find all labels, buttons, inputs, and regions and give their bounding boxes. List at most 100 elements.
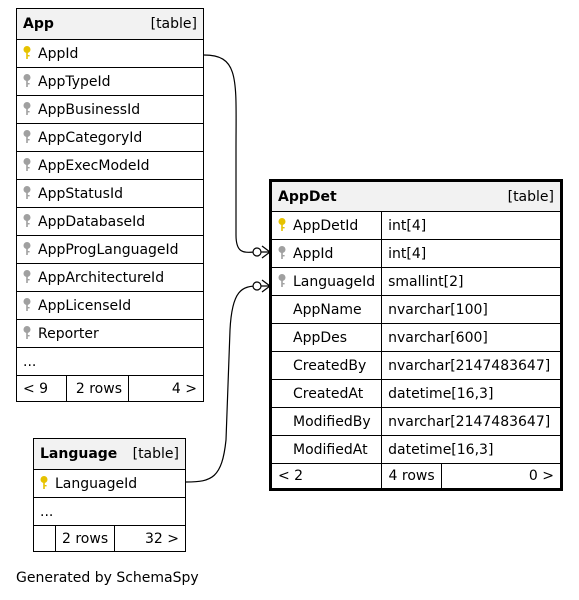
foreign-key-icon	[23, 297, 31, 312]
foreign-key-icon	[23, 157, 31, 172]
column-cell[interactable]: AppId	[16, 39, 204, 68]
table-row[interactable]: AppDetId int[4]	[269, 211, 562, 240]
table-row[interactable]: AppId	[16, 39, 204, 68]
appdet-footer-right[interactable]: 0 >	[441, 463, 562, 490]
column-name: LanguageId	[55, 475, 138, 492]
table-row[interactable]: AppCategoryId	[16, 123, 204, 152]
table-row[interactable]: AppDatabaseId	[16, 207, 204, 236]
foreign-key-icon	[23, 241, 31, 256]
primary-key-icon	[278, 217, 286, 232]
table-row[interactable]: AppDes nvarchar[600]	[269, 323, 562, 352]
primary-key-icon	[23, 45, 31, 60]
app-table-ellipsis: ...	[16, 347, 204, 376]
table-row[interactable]: Reporter	[16, 319, 204, 348]
table-row[interactable]: AppLicenseId	[16, 291, 204, 320]
language-footer-right[interactable]: 32 >	[114, 525, 186, 552]
column-type: nvarchar[600]	[381, 323, 562, 352]
app-to-appdet-optional-marker	[252, 247, 262, 257]
column-cell[interactable]: AppDes	[269, 323, 383, 352]
appdet-table[interactable]: AppDet [table] AppDetId int[4] AppId int[4]…	[269, 179, 563, 491]
column-cell[interactable]: AppCategoryId	[16, 123, 204, 152]
foreign-key-icon	[23, 325, 31, 340]
language-to-appdet-optional-marker	[252, 281, 262, 291]
language-to-appdet-line	[185, 285, 270, 483]
column-cell[interactable]: AppProgLanguageId	[16, 235, 204, 264]
primary-key-icon	[40, 475, 48, 490]
appdet-footer-left[interactable]: < 2	[269, 463, 383, 490]
column-name: AppDes	[293, 329, 348, 346]
table-row[interactable]: AppStatusId	[16, 179, 204, 208]
app-footer-rows: 2 rows	[66, 375, 129, 402]
column-cell[interactable]: CreatedAt	[269, 379, 383, 408]
table-row[interactable]: AppArchitectureId	[16, 263, 204, 292]
table-row[interactable]: AppProgLanguageId	[16, 235, 204, 264]
column-name: Reporter	[38, 325, 99, 342]
table-row[interactable]: AppBusinessId	[16, 95, 204, 124]
foreign-key-icon	[23, 101, 31, 116]
foreign-key-icon	[23, 213, 31, 228]
app-table-kind: [table]	[150, 16, 197, 32]
column-cell[interactable]: AppBusinessId	[16, 95, 204, 124]
language-table-ellipsis: ...	[33, 497, 186, 526]
column-cell[interactable]: AppExecModeId	[16, 151, 204, 180]
language-table-header[interactable]: Language [table]	[33, 438, 186, 470]
column-cell[interactable]: ModifiedAt	[269, 435, 383, 464]
app-table-header[interactable]: App [table]	[16, 8, 204, 40]
appdet-table-header[interactable]: AppDet [table]	[270, 180, 562, 212]
generated-by-caption: Generated by SchemaSpy	[16, 570, 199, 586]
column-name: AppId	[293, 245, 334, 262]
column-cell[interactable]: LanguageId	[269, 267, 383, 296]
app-footer-left[interactable]: < 9	[16, 375, 67, 402]
column-type: nvarchar[100]	[381, 295, 562, 324]
column-name: AppName	[293, 301, 362, 318]
column-name: AppBusinessId	[38, 101, 141, 118]
column-cell[interactable]: LanguageId	[33, 469, 186, 498]
column-cell[interactable]: AppDatabaseId	[16, 207, 204, 236]
column-name: ModifiedBy	[293, 413, 371, 430]
foreign-key-icon	[23, 129, 31, 144]
column-name: AppDetId	[293, 217, 359, 234]
foreign-key-icon	[278, 245, 286, 260]
column-name: CreatedBy	[293, 357, 367, 374]
table-row[interactable]: LanguageId	[33, 469, 186, 498]
column-type: datetime[16,3]	[381, 435, 562, 464]
column-name: AppTypeId	[38, 73, 111, 90]
table-row[interactable]: AppName nvarchar[100]	[269, 295, 562, 324]
column-name: AppLicenseId	[38, 297, 132, 314]
column-type: int[4]	[381, 239, 562, 268]
language-table-kind: [table]	[132, 446, 179, 462]
table-row[interactable]: LanguageId smallint[2]	[269, 267, 562, 296]
column-type: smallint[2]	[381, 267, 562, 296]
column-cell[interactable]: AppStatusId	[16, 179, 204, 208]
column-cell[interactable]: AppLicenseId	[16, 291, 204, 320]
column-type: datetime[16,3]	[381, 379, 562, 408]
column-cell[interactable]: AppId	[269, 239, 383, 268]
column-type: nvarchar[2147483647]	[381, 407, 562, 436]
foreign-key-icon	[23, 269, 31, 284]
column-cell[interactable]: Reporter	[16, 319, 204, 348]
table-row[interactable]: AppTypeId	[16, 67, 204, 96]
app-footer-right[interactable]: 4 >	[128, 375, 204, 402]
language-table[interactable]: Language [table] LanguageId ... 2 rows 3…	[33, 438, 186, 552]
language-table-name: Language	[40, 446, 118, 462]
column-cell[interactable]: AppArchitectureId	[16, 263, 204, 292]
table-row[interactable]: AppExecModeId	[16, 151, 204, 180]
foreign-key-icon	[278, 273, 286, 288]
appdet-table-name: AppDet	[278, 188, 337, 205]
table-row[interactable]: ModifiedBy nvarchar[2147483647]	[269, 407, 562, 436]
column-cell[interactable]: AppName	[269, 295, 383, 324]
column-type: int[4]	[381, 211, 562, 240]
column-name: LanguageId	[293, 273, 376, 290]
column-cell[interactable]: AppTypeId	[16, 67, 204, 96]
table-row[interactable]: AppId int[4]	[269, 239, 562, 268]
column-cell[interactable]: CreatedBy	[269, 351, 383, 380]
app-table-name: App	[23, 16, 54, 32]
appdet-table-kind: [table]	[507, 188, 554, 205]
column-cell[interactable]: AppDetId	[269, 211, 383, 240]
column-name: AppProgLanguageId	[38, 241, 179, 258]
column-cell[interactable]: ModifiedBy	[269, 407, 383, 436]
